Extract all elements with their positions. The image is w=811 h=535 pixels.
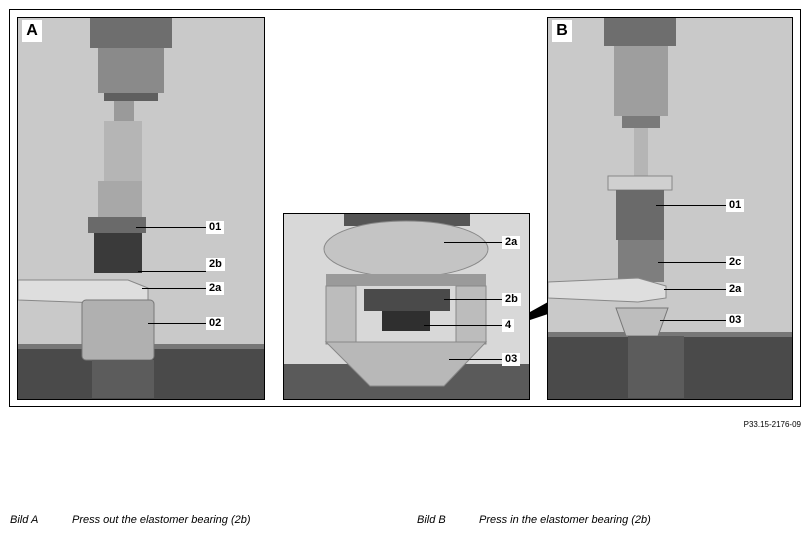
leader-line [148,323,206,324]
panel-letter-a: A [22,20,42,42]
leader-line [658,262,726,263]
leader-line [142,288,206,289]
callout-01: 01 [726,199,745,212]
callout-2b: 2b [502,293,521,306]
leader-line [660,320,726,321]
leader-line [138,271,206,272]
panel-letter-b: B [552,20,572,42]
caption-a-label: Bild A [10,514,39,526]
leader-line [449,359,502,360]
callout-03: 03 [502,353,521,366]
callout-01: 01 [206,221,225,234]
figure-reference: P33.15-2176-09 [743,420,801,429]
leader-line [444,299,502,300]
callout-2a: 2a [726,283,745,296]
press-in-photo [548,18,792,399]
detail-connector [530,302,548,320]
press-out-photo [18,18,264,399]
caption-b-label: Bild B [417,514,446,526]
leader-line [424,325,502,326]
leader-line [656,205,726,206]
caption-a-text: Press out the elastomer bearing (2b) [72,514,251,526]
photo-panel-detail: 2a 2b 4 03 [283,213,530,400]
callout-02: 02 [206,317,225,330]
caption-b-text: Press in the elastomer bearing (2b) [479,514,651,526]
leader-line [444,242,502,243]
photo-panel-a: A 01 2b 2a 02 [17,17,265,400]
callout-2a: 2a [206,282,225,295]
leader-line [664,289,726,290]
callout-2a: 2a [502,236,521,249]
detail-photo [284,214,529,399]
callout-4: 4 [502,319,515,332]
leader-line [136,227,206,228]
photo-panel-b: B 01 2c 2a 03 [547,17,793,400]
callout-03: 03 [726,314,745,327]
callout-2b: 2b [206,258,225,271]
callout-2c: 2c [726,256,745,269]
